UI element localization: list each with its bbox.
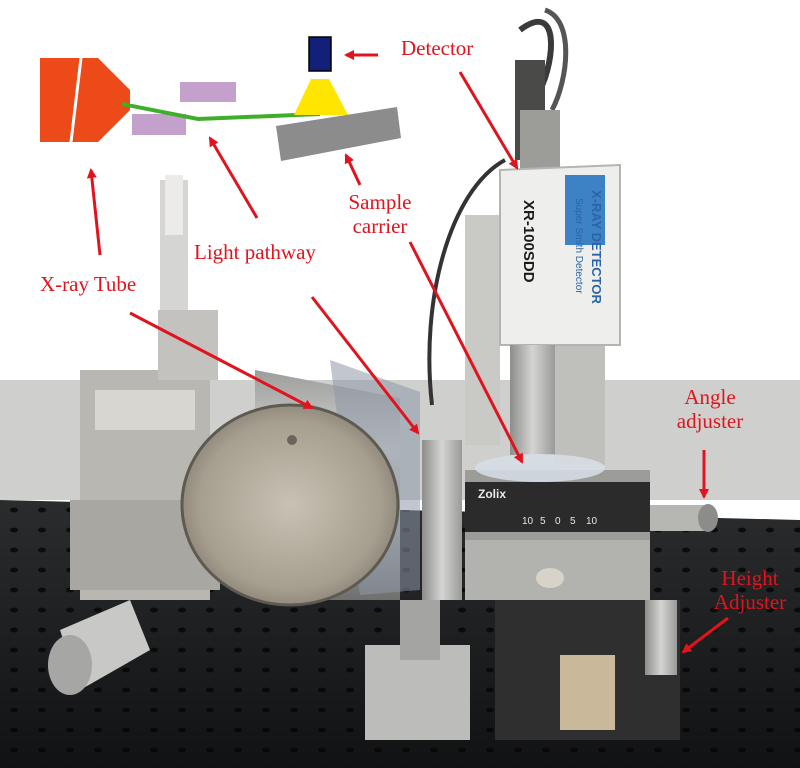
arrow-pathway-photo — [310, 296, 420, 435]
svg-text:0: 0 — [555, 516, 561, 527]
label-sample-carrier: Sample carrier — [348, 190, 412, 238]
svg-text:5: 5 — [570, 516, 576, 527]
detector-snout — [510, 345, 555, 455]
arrow-detector-photo — [458, 71, 519, 170]
schematic-detector — [308, 36, 332, 72]
label-light-pathway: Light pathway — [194, 240, 316, 264]
svg-text:10: 10 — [586, 516, 598, 527]
schematic-sample-carrier — [276, 107, 401, 161]
svg-text:X-RAY DETECTOR: X-RAY DETECTOR — [589, 190, 604, 305]
schematic-slit-top — [180, 82, 236, 102]
arrow-tube-photo — [129, 311, 314, 410]
arrow-height — [681, 616, 729, 654]
label-height-adjuster: Height Adjuster — [713, 566, 787, 614]
schematic-fluorescence — [294, 79, 348, 115]
apparatus-photo — [0, 7, 800, 768]
arrow-pathway-schematic — [208, 136, 259, 219]
schematic — [40, 36, 401, 161]
stage-dial: 10 5 0 5 10 — [522, 516, 598, 527]
post-base — [365, 645, 470, 740]
angle-micrometer — [650, 505, 705, 531]
arrow-carrier-schematic — [344, 153, 362, 186]
arrow-tube-schematic — [86, 168, 102, 256]
sample-dish — [475, 454, 605, 482]
xray-tube-cap — [182, 405, 398, 605]
label-xray-tube: X-ray Tube — [40, 272, 137, 296]
detector-model-text: XR-100SDD — [520, 200, 537, 283]
svg-text:5: 5 — [540, 516, 546, 527]
svg-text:Super Smith Detector: Super Smith Detector — [573, 198, 584, 294]
svg-text:10: 10 — [522, 516, 534, 527]
detector-logo — [565, 175, 605, 245]
arrow-carrier-photo — [408, 241, 524, 464]
schematic-beam — [121, 102, 321, 122]
schematic-xray-tube — [40, 58, 130, 142]
height-micrometer — [645, 600, 677, 675]
schematic-slit-bottom — [132, 114, 186, 135]
label-detector: Detector — [401, 36, 474, 60]
label-angle-adjuster: Angle adjuster — [676, 385, 744, 433]
collimator-post — [422, 440, 462, 600]
annotation-arrows — [86, 50, 729, 654]
stage-brand-text: Zolix — [478, 487, 506, 501]
detector-face-text: X-RAY DETECTOR Super Smith Detector — [573, 190, 604, 305]
